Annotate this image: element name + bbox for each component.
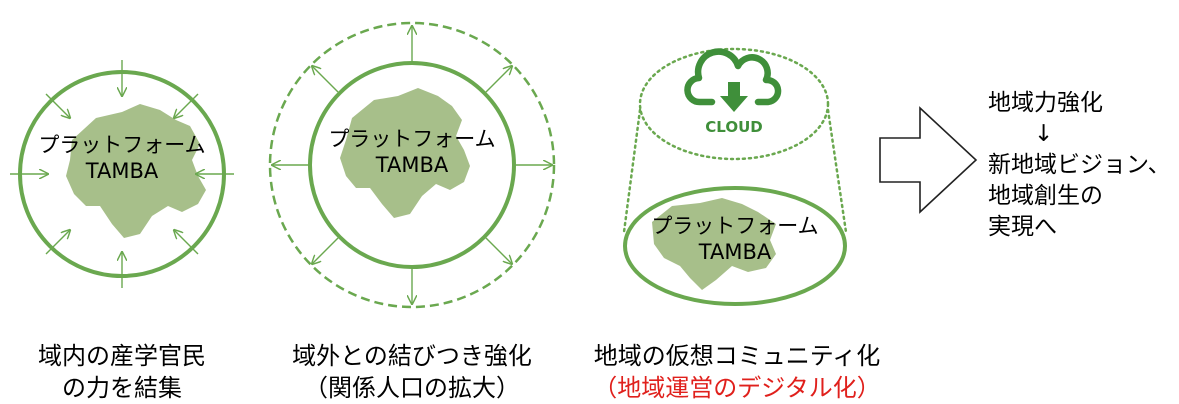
outward-arrows xyxy=(272,26,552,304)
cloud-top-ellipse xyxy=(638,47,830,161)
platform-name-roman: TAMBA xyxy=(85,159,159,183)
platform-name-roman: TAMBA xyxy=(375,153,449,177)
platform-ellipse xyxy=(623,186,847,306)
inward-arrow xyxy=(174,230,199,255)
outward-arrow xyxy=(485,66,512,93)
caption-line: 域外との結びつき強化 xyxy=(292,342,532,370)
panel-2-caption: 域外との結びつき強化 （関係人口の拡大） xyxy=(282,340,542,404)
outcome-text: 地域力強化 ↓ 新地域ビジョン、 地域創生の 実現へ xyxy=(988,88,1171,243)
inward-arrow xyxy=(174,93,199,118)
tamba-region-map xyxy=(340,88,470,218)
outward-arrow xyxy=(312,237,339,264)
platform-name: プラットフォーム xyxy=(38,133,206,157)
outcome-line: 地域創生の xyxy=(988,183,1103,209)
panel-1-diagram xyxy=(10,60,234,288)
platform-name: プラットフォーム xyxy=(328,127,496,151)
outward-arrow xyxy=(312,66,339,93)
outer-dashed-circle xyxy=(268,21,556,309)
panel-3-diagram xyxy=(622,47,848,306)
cylinder-side-right xyxy=(826,108,848,234)
outcome-line: 新地域ビジョン、 xyxy=(988,152,1171,178)
inward-arrow xyxy=(45,230,70,255)
platform-label: プラットフォーム TAMBA xyxy=(312,126,512,178)
outcome-line: 実現へ xyxy=(988,214,1057,240)
platform-circle xyxy=(308,61,516,269)
tamba-region-map xyxy=(66,104,206,238)
caption-line: の力を結集 xyxy=(62,374,182,402)
platform-name: プラットフォーム xyxy=(651,214,819,238)
platform-label: プラットフォーム TAMBA xyxy=(22,132,222,184)
outward-arrow xyxy=(485,237,512,264)
cloud-download-icon xyxy=(684,48,782,112)
down-arrow-icon: ↓ xyxy=(1034,121,1054,147)
inward-arrows xyxy=(10,60,234,288)
caption-line-highlight: （地域運営のデジタル化） xyxy=(593,374,881,402)
panel-3-caption: 地域の仮想コミュニティ化 （地域運営のデジタル化） xyxy=(582,340,892,404)
tamba-region-map xyxy=(652,198,776,290)
platform-label: プラットフォーム TAMBA xyxy=(635,213,835,265)
panel-1-caption: 域内の産学官民 の力を結集 xyxy=(22,340,222,404)
panel-2-diagram xyxy=(268,21,556,309)
cloud-label: CLOUD xyxy=(705,118,763,136)
caption-line: （関係人口の拡大） xyxy=(304,374,520,402)
caption-line: 域内の産学官民 xyxy=(38,342,206,370)
outcome-line: 地域力強化 xyxy=(988,90,1103,116)
big-right-arrow xyxy=(879,106,978,214)
cylinder-side-left xyxy=(622,108,642,234)
platform-name-roman: TAMBA xyxy=(698,240,772,264)
caption-line: 地域の仮想コミュニティ化 xyxy=(593,342,881,370)
inward-arrow xyxy=(45,93,70,118)
